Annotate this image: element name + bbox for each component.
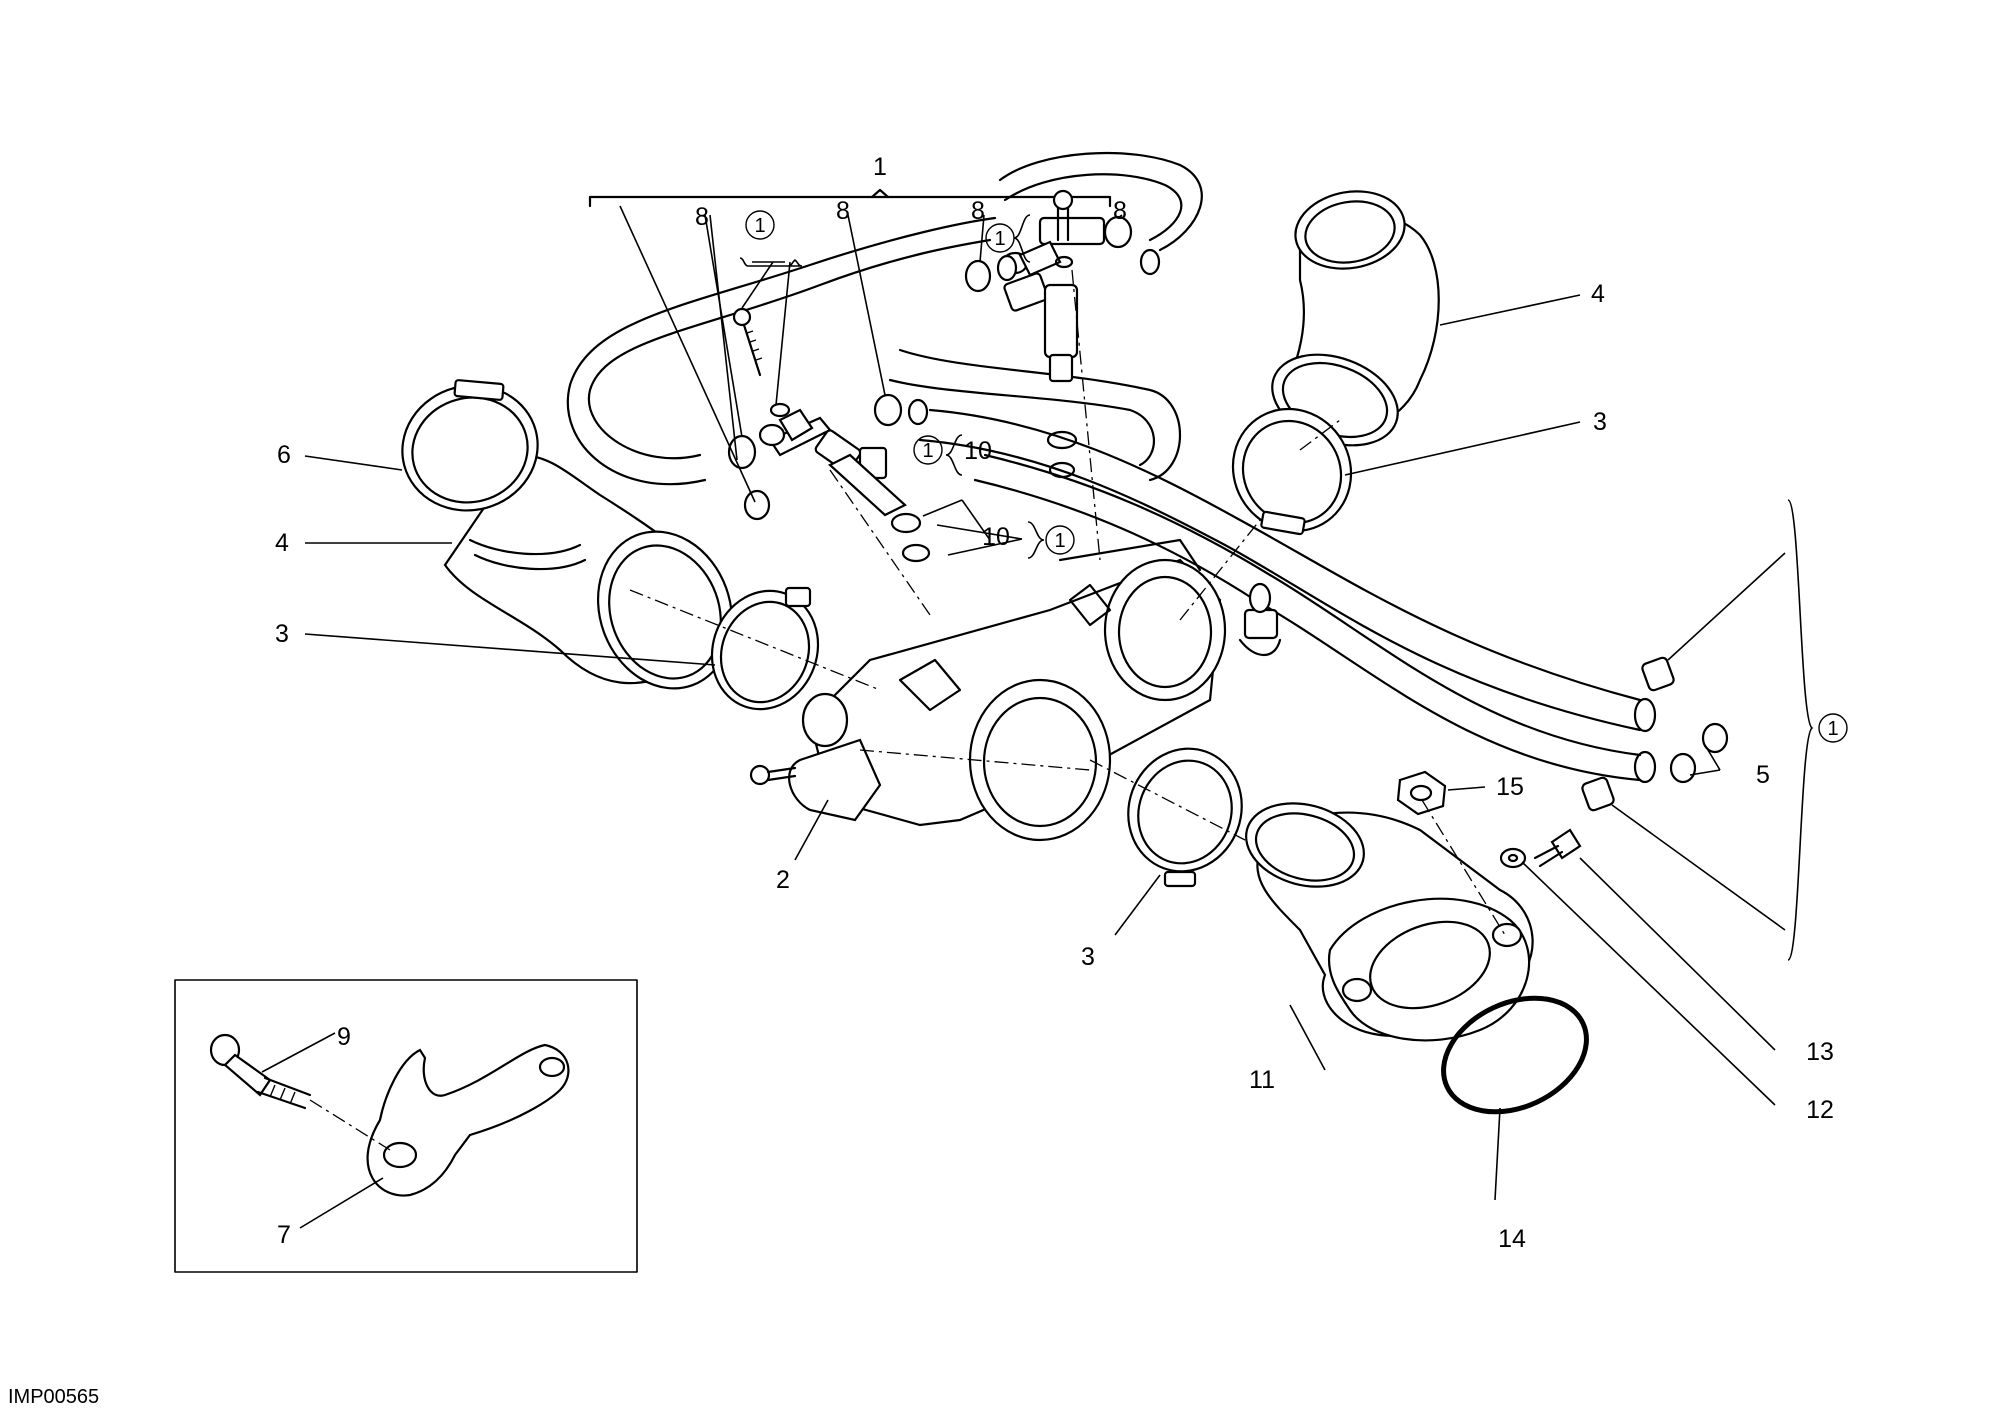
fuel-rail-assembly <box>588 188 1112 208</box>
injector-left <box>758 408 931 563</box>
kit-mark-1-a: 1 <box>745 210 775 240</box>
callout-3-left: 3 <box>275 620 289 648</box>
callout-4-left: 4 <box>275 529 289 557</box>
callout-7: 7 <box>277 1221 291 1249</box>
callout-5: 5 <box>1756 761 1770 789</box>
kit-mark-1-a-label: 1 <box>754 215 765 237</box>
intake-manifold <box>1245 802 1534 1042</box>
callout-13: 13 <box>1806 1038 1834 1066</box>
band-clamp-3-left <box>710 586 820 711</box>
assembly-axes <box>629 269 1506 936</box>
kit-mark-1-e: 1 <box>1818 713 1848 743</box>
callout-8-c: 8 <box>971 197 985 225</box>
callout-10-a: 10 <box>964 437 992 465</box>
hose-clamps-5 <box>1581 656 1729 812</box>
throttle-screw <box>749 764 797 786</box>
kit-mark-1-b: 1 <box>985 223 1015 253</box>
band-clamp-3-right <box>1231 407 1353 536</box>
intake-duct-right <box>1271 190 1440 447</box>
kit-mark-1-c-label: 1 <box>922 440 933 462</box>
kit-mark-1-d-label: 1 <box>1054 530 1065 552</box>
fuel-hose-long <box>918 408 1657 784</box>
hose-clamp-8-d <box>1103 215 1161 276</box>
hose-clamp-8-b <box>873 393 929 427</box>
kit-mark-1-e-label: 1 <box>1827 718 1838 740</box>
callout-1: 1 <box>873 153 887 181</box>
callout-6: 6 <box>277 441 291 469</box>
callout-8-b: 8 <box>836 197 850 225</box>
callout-4-right: 4 <box>1591 280 1605 308</box>
kit-mark-1-c: 1 <box>913 435 943 465</box>
injector-bolt-right <box>1052 189 1074 269</box>
nut-15 <box>1396 770 1447 816</box>
callout-10-b: 10 <box>982 523 1010 551</box>
fuel-hose-left <box>566 216 997 486</box>
washer-12 <box>1499 847 1527 869</box>
injector-right <box>1001 216 1106 479</box>
callout-11: 11 <box>1249 1066 1275 1094</box>
hose-clamp-8-c <box>964 254 1018 293</box>
injector-bolt-left <box>732 307 791 418</box>
callout-8-a: 8 <box>695 203 709 231</box>
kit-mark-1-d: 1 <box>1045 525 1075 555</box>
detail-inset <box>174 979 638 1273</box>
callout-9: 9 <box>337 1023 351 1051</box>
image-code: IMP00565 <box>8 1386 99 1408</box>
band-clamp-6 <box>401 379 539 512</box>
fuel-hose-top <box>998 151 1203 252</box>
intake-duct-left <box>443 453 734 690</box>
callout-2: 2 <box>776 866 790 894</box>
leader-lines <box>261 205 1786 1229</box>
callout-12: 12 <box>1806 1096 1834 1124</box>
callout-3-lower: 3 <box>1081 943 1095 971</box>
callout-8-d: 8 <box>1113 197 1127 225</box>
callout-3-right: 3 <box>1593 408 1607 436</box>
kit-mark-1-b-label: 1 <box>994 228 1005 250</box>
callout-15: 15 <box>1496 773 1524 801</box>
throttle-body <box>788 538 1282 842</box>
fuel-hose-right-link <box>888 348 1181 482</box>
screw-13 <box>1533 828 1582 868</box>
o-ring-14 <box>1441 995 1589 1115</box>
callout-14: 14 <box>1498 1225 1526 1253</box>
band-clamp-3-lower <box>1127 747 1243 888</box>
